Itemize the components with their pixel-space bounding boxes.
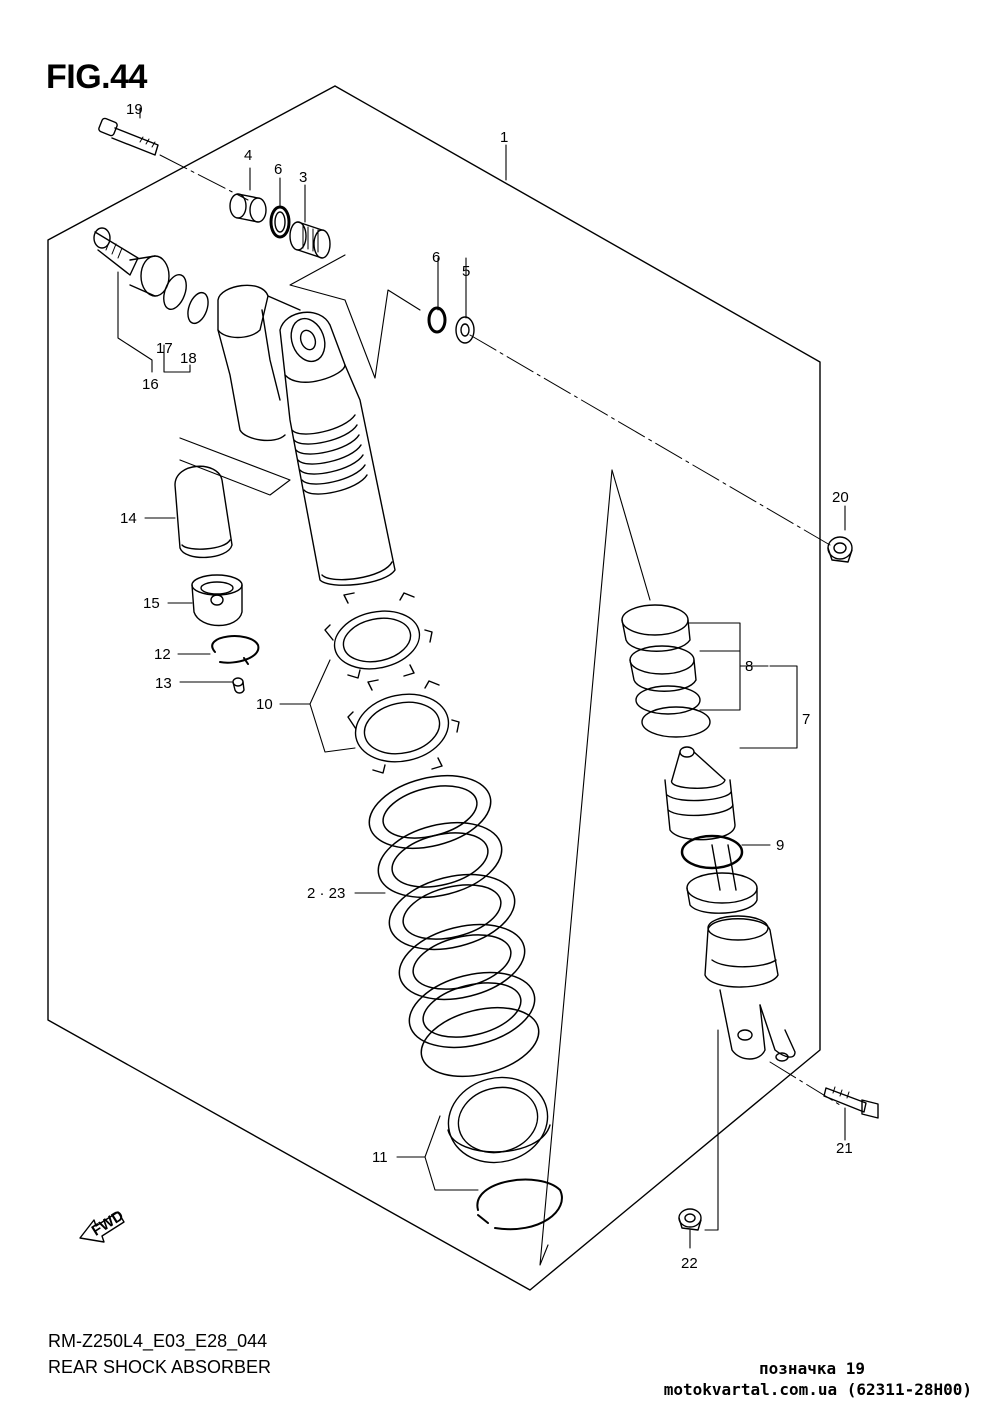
- damper-body: [217, 284, 396, 586]
- callout-15: 15: [143, 595, 160, 612]
- circlip-12: [211, 635, 260, 665]
- leader-lines: [117, 107, 846, 1266]
- callout-7: 7: [802, 711, 810, 728]
- diagram-title: REAR SHOCK ABSORBER: [48, 1357, 272, 1377]
- bolt-21: [823, 1086, 879, 1119]
- callout-19: 19: [126, 101, 143, 118]
- callout-21: 21: [836, 1140, 853, 1157]
- bolt-19: [98, 117, 159, 156]
- forward-arrow-icon: FWD: [79, 1207, 127, 1243]
- callout-18: 18: [180, 350, 197, 367]
- bladder-14: [174, 465, 233, 559]
- axis-lines: [159, 154, 841, 1106]
- watermark-line-1: позначка 19: [759, 1359, 865, 1378]
- collar-4: [229, 193, 267, 223]
- valve-13: [232, 677, 245, 694]
- callout-4: 4: [244, 147, 252, 164]
- callout-6-right: 6: [432, 249, 440, 266]
- locknut-10-bottom: [347, 679, 460, 774]
- callout-22: 22: [681, 1255, 698, 1272]
- o-ring-18: [187, 291, 209, 325]
- callout-20: 20: [832, 489, 849, 506]
- callout-11: 11: [372, 1149, 388, 1166]
- nut-20: [827, 536, 853, 563]
- callout-16: 16: [142, 376, 159, 393]
- callout-9: 9: [776, 837, 784, 854]
- collar-5: [455, 316, 475, 344]
- callout-8: 8: [745, 658, 753, 675]
- callout-12: 12: [154, 646, 171, 663]
- locknut-10-top: [324, 592, 433, 679]
- reservoir-cap-16: [93, 227, 170, 297]
- fwd-label: FWD: [89, 1207, 127, 1240]
- callout-2-23: 2 · 23: [307, 885, 345, 902]
- bearing-3: [289, 221, 331, 259]
- rod-assembly-7: [621, 604, 796, 1062]
- reservoir-cap-15: [191, 574, 243, 627]
- callout-6-top: 6: [274, 161, 282, 178]
- o-ring-17: [163, 274, 187, 310]
- spring-seat-11: [447, 1076, 551, 1164]
- assembly-boundary: [47, 85, 821, 1291]
- diagram-code: RM-Z250L4_E03_E28_044: [48, 1331, 268, 1351]
- callout-14: 14: [120, 510, 137, 527]
- seal-6-right: [427, 306, 447, 334]
- spring-2-23: [368, 775, 540, 1078]
- callout-1: 1: [500, 129, 508, 146]
- circlip-11: [476, 1178, 563, 1231]
- callout-5: 5: [462, 263, 470, 280]
- figure-number: FIG.44: [46, 58, 147, 96]
- callout-3: 3: [299, 169, 307, 186]
- seal-6-top: [269, 205, 291, 239]
- callout-13: 13: [155, 675, 172, 692]
- nut-22: [678, 1208, 702, 1231]
- watermark-line-2: motokvartal.com.ua (62311-28H00): [663, 1380, 972, 1399]
- callout-labels: 1 4 6 3 6 5 19 17 18 16 20 14 15 12 13 1…: [120, 101, 853, 1272]
- callout-17: 17: [156, 340, 173, 357]
- callout-10: 10: [256, 696, 273, 713]
